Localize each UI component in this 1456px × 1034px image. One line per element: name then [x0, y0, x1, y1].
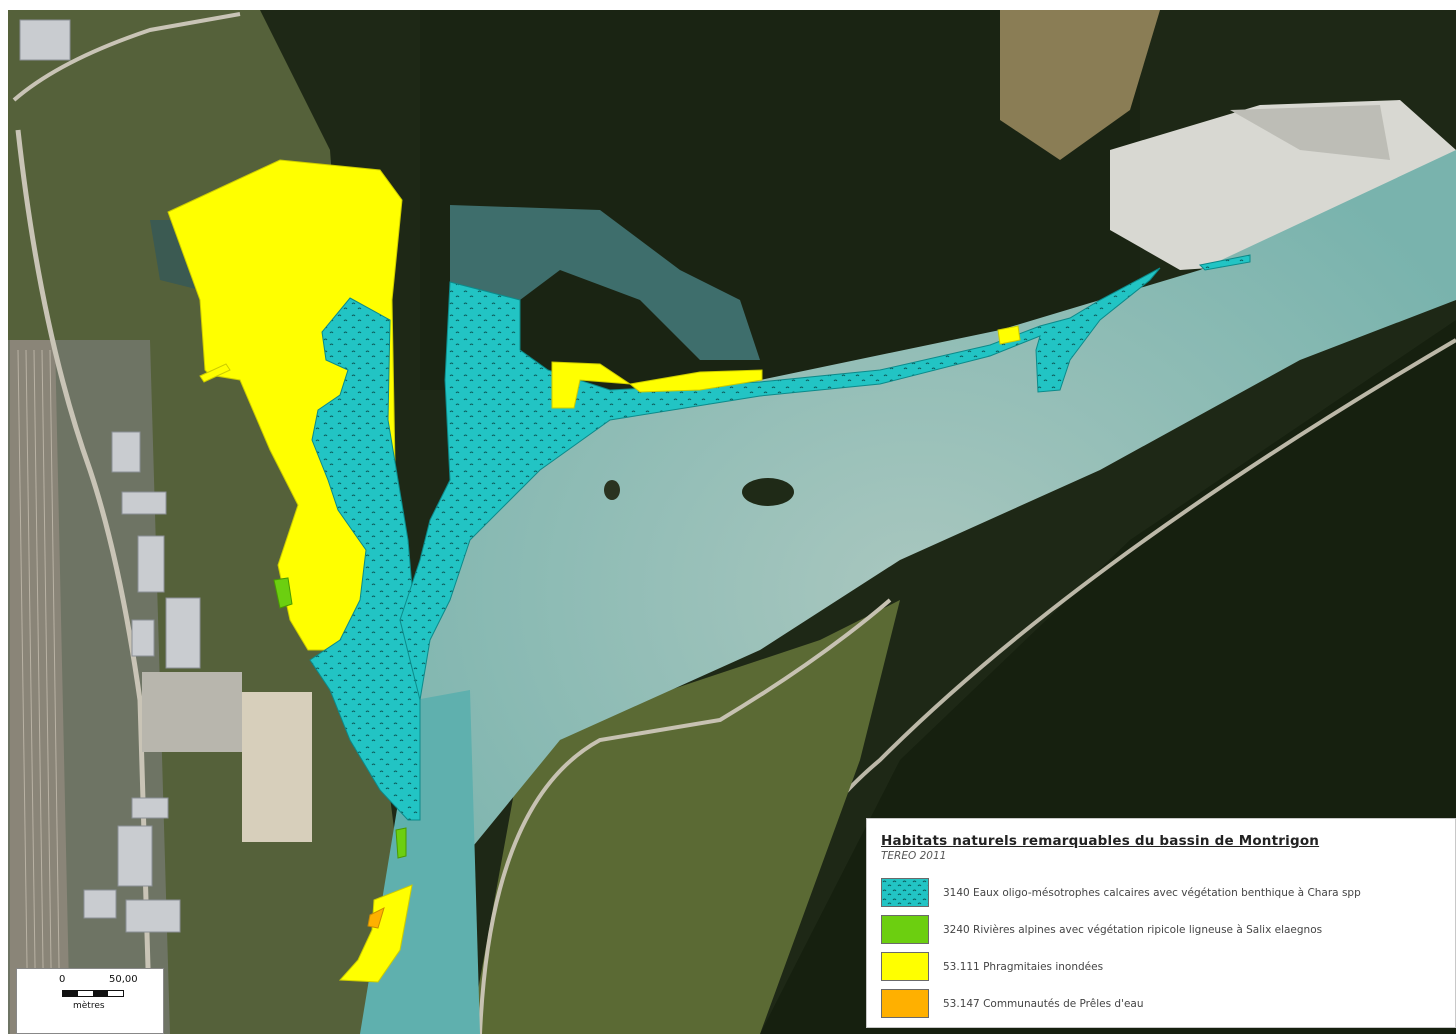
scale-unit-label: mètres — [73, 1001, 105, 1011]
legend-subtitle: TEREO 2011 — [881, 850, 947, 862]
lower-meadow — [470, 600, 900, 1034]
road-left — [15, 129, 153, 1034]
legend-swatch — [881, 989, 929, 1018]
habitat-3140-northeast — [1198, 254, 1251, 271]
islet — [604, 480, 620, 500]
map-canvas — [8, 10, 1456, 1034]
scale-zero-label: 0 — [59, 974, 66, 985]
lower-road — [478, 598, 892, 1034]
habitat-53111-north-b — [628, 369, 763, 393]
road-top-left — [12, 12, 241, 102]
habitat-53147-south — [367, 907, 385, 929]
habitat-53111-north-a — [551, 361, 632, 409]
upper-pond — [450, 205, 760, 360]
legend-swatch — [881, 878, 929, 907]
map-legend: Habitats naturels remarquables du bassin… — [866, 818, 1456, 1028]
sports-field — [242, 692, 312, 842]
habitat-53111-south — [338, 884, 413, 983]
island — [742, 478, 794, 506]
buildings — [19, 19, 201, 933]
quarry-shadow — [1230, 105, 1390, 160]
habitat-3240-south — [395, 827, 407, 859]
meadow-top-right — [1000, 10, 1160, 160]
scale-graphic — [62, 990, 124, 997]
scale-bar: 0 50,00 mètres — [16, 968, 164, 1034]
parking-lot — [142, 672, 242, 752]
legend-item-3240: 3240 Rivières alpines avec végétation ri… — [881, 911, 1443, 948]
legend-swatch — [881, 915, 929, 944]
legend-item-3140: 3140 Eaux oligo-mésotrophes calcaires av… — [881, 874, 1443, 911]
habitat-3140-delta — [399, 267, 1161, 701]
legend-items: 3140 Eaux oligo-mésotrophes calcaires av… — [881, 874, 1443, 1022]
aerial-map[interactable] — [8, 10, 1456, 1034]
legend-label: 3140 Eaux oligo-mésotrophes calcaires av… — [943, 886, 1361, 899]
habitat-53111-spur — [199, 363, 231, 383]
scale-max-label: 50,00 — [109, 974, 138, 985]
legend-label: 53.111 Phragmitaies inondées — [943, 960, 1104, 973]
legend-label: 3240 Rivières alpines avec végétation ri… — [943, 923, 1323, 936]
rail-tracks — [17, 349, 61, 1034]
legend-swatch — [881, 952, 929, 981]
habitat-53111-east — [997, 325, 1021, 345]
legend-item-53-111: 53.111 Phragmitaies inondées — [881, 948, 1443, 985]
legend-title: Habitats naturels remarquables du bassin… — [881, 833, 1320, 849]
lake — [380, 150, 1456, 1034]
legend-label: 53.147 Communautés de Prêles d'eau — [943, 997, 1144, 1010]
habitat-3240-west — [273, 577, 293, 609]
legend-item-53-147: 53.147 Communautés de Prêles d'eau — [881, 985, 1443, 1022]
